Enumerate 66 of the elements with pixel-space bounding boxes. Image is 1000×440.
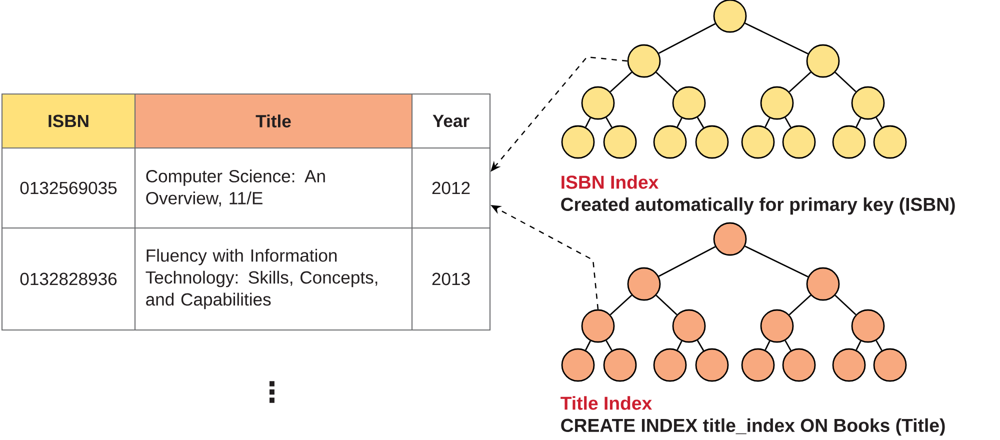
tree-node: [851, 309, 885, 343]
tree-branch: [788, 294, 812, 316]
ellipsis: ⋮: [270, 381, 274, 403]
table-row: 0132828936 Fluency with Information Technology: Skills, Concepts, and Capabilities 2013: [1, 227, 491, 331]
tree-branch: [658, 246, 716, 277]
tree-branch: [834, 294, 856, 316]
tree-node: [873, 125, 907, 159]
tree-node: [760, 86, 794, 120]
tree-node: [603, 125, 637, 159]
tree-branch: [744, 246, 808, 278]
tree-node: [581, 86, 615, 120]
tree-node: [806, 44, 840, 78]
tree-node: [873, 348, 907, 382]
tree-branch: [610, 294, 632, 316]
tree-branch: [788, 72, 812, 92]
index-name: ISBN Index: [562, 175, 659, 189]
tree-branch: [696, 340, 704, 351]
tree-branch: [856, 340, 862, 350]
tree-branch: [606, 117, 612, 128]
tree-node: [561, 348, 595, 382]
tree-node: [741, 125, 775, 159]
tree-node: [832, 348, 866, 382]
tree-branch: [764, 340, 770, 350]
index-description: CREATE INDEX title_index ON Books (Title): [561, 418, 945, 436]
tree-node: [851, 86, 885, 120]
tree-node: [760, 309, 794, 343]
tree-branch: [676, 340, 682, 350]
tree-node: [695, 125, 729, 159]
tree-node: [561, 125, 595, 159]
index-name: Title Index: [560, 396, 652, 410]
tree-branch: [585, 118, 591, 128]
tree-branch: [764, 118, 770, 128]
tree-node: [713, 222, 747, 256]
tree-branch: [658, 23, 716, 54]
tree-branch: [696, 117, 704, 128]
tree-branch: [606, 340, 612, 351]
tree-node: [832, 125, 866, 159]
tree-branch: [585, 340, 591, 350]
tree-node: [782, 348, 816, 382]
tree-node: [581, 309, 615, 343]
tree-node: [695, 348, 729, 382]
tree-node: [653, 125, 687, 159]
table-row: 0132569035 Computer Science: An Overview, 11/E 2012: [1, 147, 491, 229]
tree-branch: [856, 118, 862, 128]
tree-node: [627, 267, 661, 301]
tree-branch: [876, 117, 882, 128]
tree-node: [603, 348, 637, 382]
tree-node: [672, 86, 706, 120]
tree-branch: [876, 340, 882, 351]
tree-branch: [656, 72, 678, 92]
tree-node: [782, 125, 816, 159]
tree-branch: [784, 117, 792, 128]
tree-branch: [656, 294, 678, 316]
index-description: Created automatically for primary key (ISBN): [561, 197, 955, 215]
tree-node: [741, 348, 775, 382]
tree-node: [672, 309, 706, 343]
table-header-row: ISBN Title Year: [1, 93, 491, 149]
tree-branch: [784, 340, 792, 351]
tree-node: [653, 348, 687, 382]
tree-branch: [834, 72, 856, 92]
tree-branch: [744, 22, 808, 54]
tree-branch: [676, 118, 682, 128]
tree-branch: [610, 72, 632, 92]
tree-node: [806, 267, 840, 301]
tree-node: [713, 0, 747, 33]
tree-node: [627, 44, 661, 78]
